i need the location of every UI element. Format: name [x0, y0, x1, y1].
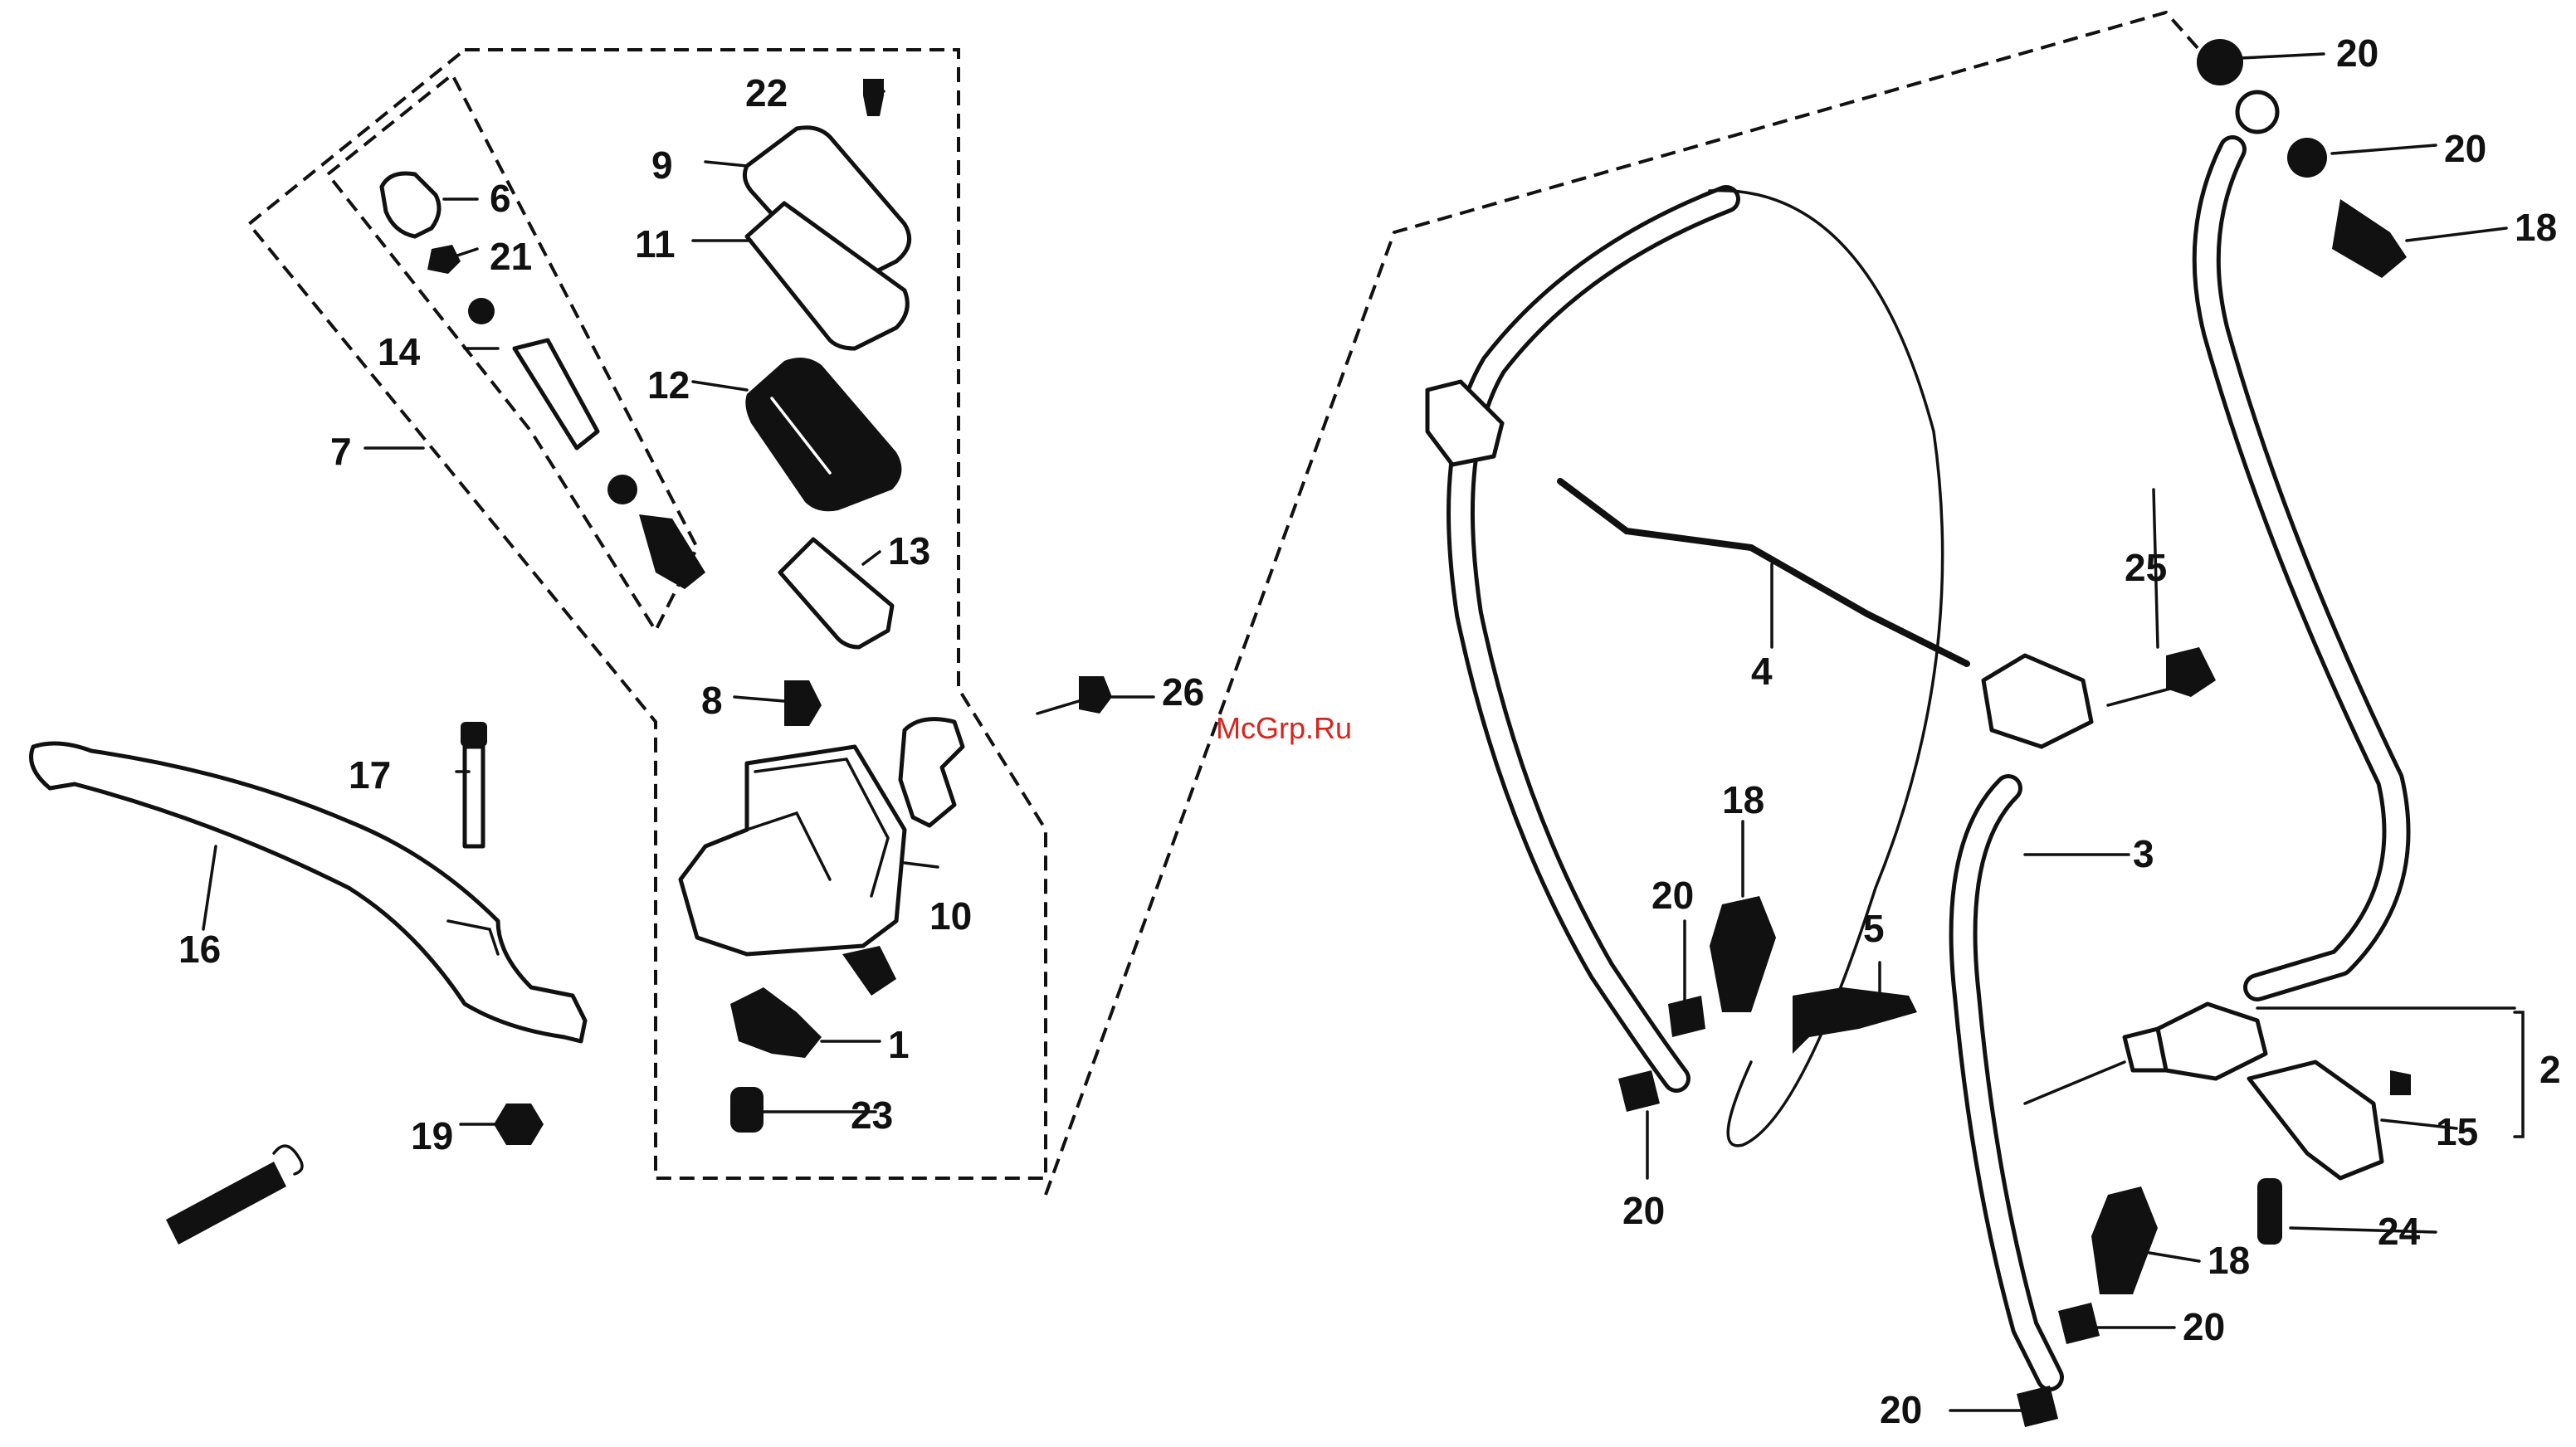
label-23: 23 — [851, 1094, 893, 1137]
bolt-18-upper — [2332, 199, 2407, 278]
label-19: 19 — [411, 1114, 453, 1157]
label-2: 2 — [2539, 1048, 2561, 1091]
label-18-mid: 18 — [1722, 778, 1764, 821]
master-cylinder-group-outline — [249, 50, 1046, 1178]
label-22: 22 — [745, 71, 788, 114]
label-6: 6 — [490, 177, 511, 220]
brake-hose-2 — [2207, 149, 2397, 987]
bolt-18-lower — [2091, 1186, 2158, 1294]
label-3: 3 — [2133, 832, 2154, 875]
circlip-21 — [427, 245, 461, 274]
clamp-5 — [1793, 987, 1917, 1054]
lever-pivot-bolt-17 — [461, 722, 487, 846]
label-10: 10 — [929, 894, 972, 938]
label-20-top: 20 — [2336, 32, 2378, 75]
bolt-25 — [2108, 647, 2216, 705]
label-18-upper: 18 — [2515, 206, 2557, 249]
label-5: 5 — [1863, 907, 1885, 950]
label-20-lower-right: 20 — [2183, 1305, 2225, 1348]
diaphragm-12 — [745, 358, 901, 511]
brake-hose-a — [1461, 199, 1726, 1079]
bolt-24 — [2257, 1178, 2282, 1245]
label-1: 1 — [888, 1023, 910, 1066]
label-20-bottom: 20 — [1880, 1388, 1922, 1431]
lever-pivot-nut-19 — [494, 1104, 544, 1145]
screw-23 — [730, 1087, 764, 1133]
lever-adjuster-spring — [166, 1146, 302, 1245]
three-way-joint — [1983, 655, 2091, 747]
label-20-mid: 20 — [1651, 874, 1694, 917]
piston-14 — [468, 298, 705, 589]
label-20-upper-right: 20 — [2444, 127, 2486, 170]
label-24: 24 — [2378, 1210, 2421, 1253]
switch-1 — [730, 987, 822, 1058]
master-cylinder-body — [681, 747, 905, 996]
label-9: 9 — [651, 144, 673, 187]
label-26: 26 — [1162, 670, 1204, 714]
label-15: 15 — [2436, 1110, 2478, 1153]
hose-fitting-2 — [2125, 1004, 2266, 1079]
label-18-lower: 18 — [2208, 1239, 2250, 1282]
holder-10 — [900, 719, 963, 826]
label-4: 4 — [1751, 650, 1773, 693]
label-14: 14 — [378, 330, 421, 373]
label-7: 7 — [330, 430, 352, 473]
label-25: 25 — [2125, 546, 2167, 589]
brake-hose-3 — [1964, 788, 2050, 1377]
leader-lines — [203, 54, 2523, 1410]
boot-6 — [382, 173, 439, 236]
bolt-18-mid — [1710, 896, 1776, 1012]
bolt-8 — [784, 680, 822, 726]
label-8: 8 — [701, 679, 723, 722]
label-20-lower-left: 20 — [1622, 1189, 1665, 1232]
label-13: 13 — [888, 529, 930, 572]
label-11: 11 — [635, 222, 676, 266]
label-21: 21 — [490, 235, 532, 278]
reservoir-cap-screw-22 — [863, 79, 884, 116]
label-16: 16 — [178, 928, 221, 971]
bolt-26 — [1037, 676, 1112, 714]
watermark-text: McGrp.Ru — [1216, 711, 1352, 745]
label-12: 12 — [647, 363, 690, 407]
label-17: 17 — [349, 753, 391, 797]
brake-lever — [32, 743, 586, 1041]
